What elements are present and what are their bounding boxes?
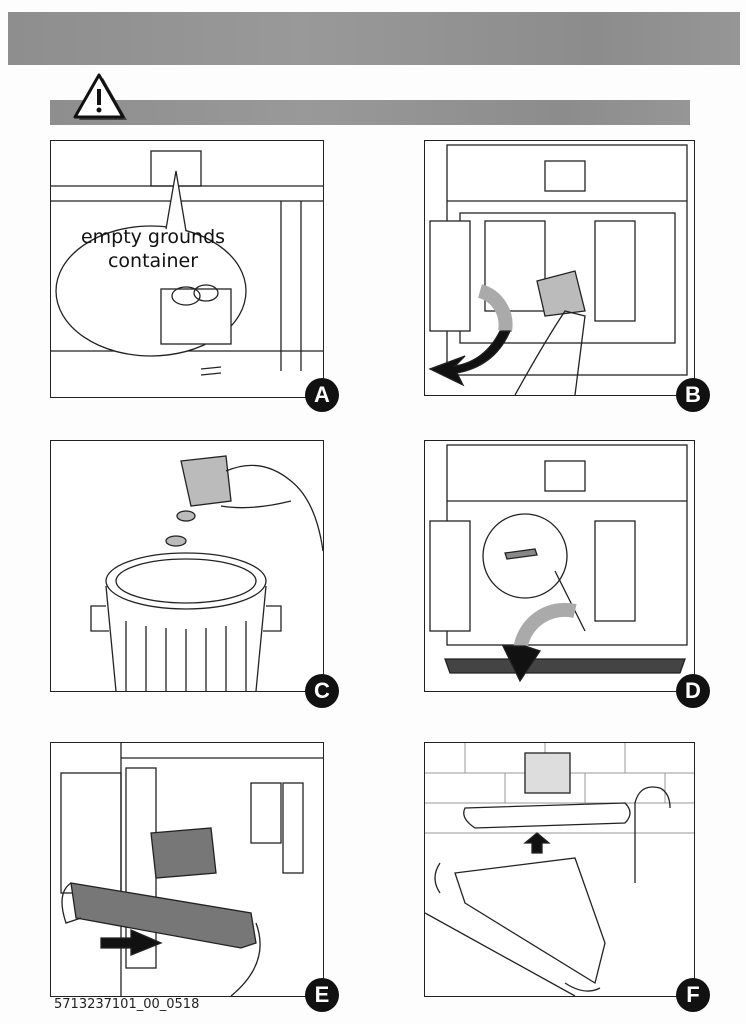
step-badge-f: F (676, 978, 710, 1012)
warning-triangle-icon (73, 73, 127, 120)
callout-empty-grounds-container: empty grounds container (58, 225, 248, 273)
step-badge-a: A (305, 378, 339, 412)
illustration-panel-f (424, 742, 695, 997)
step-badge-b: B (676, 378, 710, 412)
illustration-panel-d (424, 440, 695, 692)
callout-line-2: container (107, 250, 199, 272)
illustration-panel-b (424, 140, 695, 396)
illustration-panel-e (50, 742, 324, 997)
step-badge-c: C (305, 674, 339, 708)
document-code: 5713237101_00_0518 (54, 997, 200, 1012)
header-band (8, 12, 740, 65)
step-badge-d: D (676, 674, 710, 708)
callout-line-1: empty grounds (80, 226, 226, 248)
step-badge-e: E (305, 978, 339, 1012)
warning-band (50, 100, 690, 125)
illustration-panel-a (50, 140, 324, 398)
illustration-panel-c (50, 440, 324, 692)
